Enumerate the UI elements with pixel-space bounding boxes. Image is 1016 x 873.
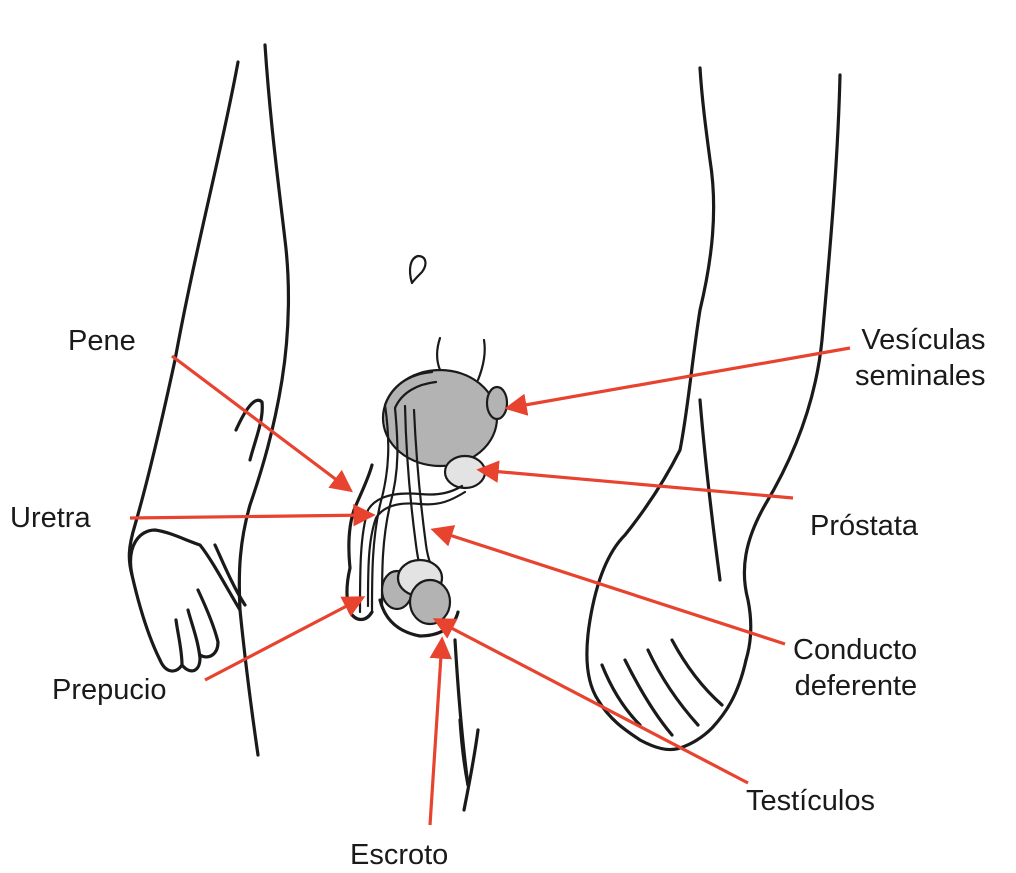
arrow-escroto bbox=[430, 640, 442, 825]
navel bbox=[410, 256, 425, 283]
label-prepucio: Prepucio bbox=[52, 672, 166, 708]
seminal-vesicle-tip bbox=[487, 387, 507, 419]
label-testiculos: Testículos bbox=[746, 783, 875, 819]
left-arm-outer bbox=[129, 62, 238, 660]
arrow-uretra bbox=[130, 515, 372, 518]
label-prostata: Próstata bbox=[810, 508, 918, 544]
label-vesiculas-line2: seminales bbox=[855, 358, 986, 394]
inner-leg-left bbox=[455, 640, 468, 785]
ureter-left bbox=[437, 338, 440, 370]
arrow-prostata bbox=[480, 470, 793, 498]
testis-main bbox=[410, 580, 450, 624]
arrow-prepucio bbox=[205, 598, 362, 680]
right-hand bbox=[587, 620, 746, 750]
label-conducto-line1: Conducto bbox=[793, 632, 917, 668]
label-escroto: Escroto bbox=[350, 837, 448, 873]
left-hand bbox=[131, 530, 245, 671]
right-arm-inner bbox=[590, 68, 714, 620]
arrow-vesiculas bbox=[508, 348, 850, 408]
reproductive-organs bbox=[360, 338, 507, 624]
right-arm-outer bbox=[744, 75, 840, 660]
arrow-conducto bbox=[434, 530, 785, 644]
arrow-testiculos bbox=[436, 620, 748, 783]
left-thigh bbox=[240, 610, 258, 755]
label-conducto: Conducto deferente bbox=[793, 632, 917, 704]
label-vesiculas: Vesículas seminales bbox=[855, 322, 986, 394]
label-conducto-line2: deferente bbox=[793, 668, 917, 704]
left-thumb bbox=[236, 400, 262, 460]
label-pene: Pene bbox=[68, 323, 136, 359]
label-uretra: Uretra bbox=[10, 500, 91, 536]
left-torso-edge bbox=[239, 45, 288, 610]
ureter-right bbox=[478, 340, 485, 380]
prostate bbox=[445, 456, 485, 488]
label-vesiculas-line1: Vesículas bbox=[855, 322, 986, 358]
